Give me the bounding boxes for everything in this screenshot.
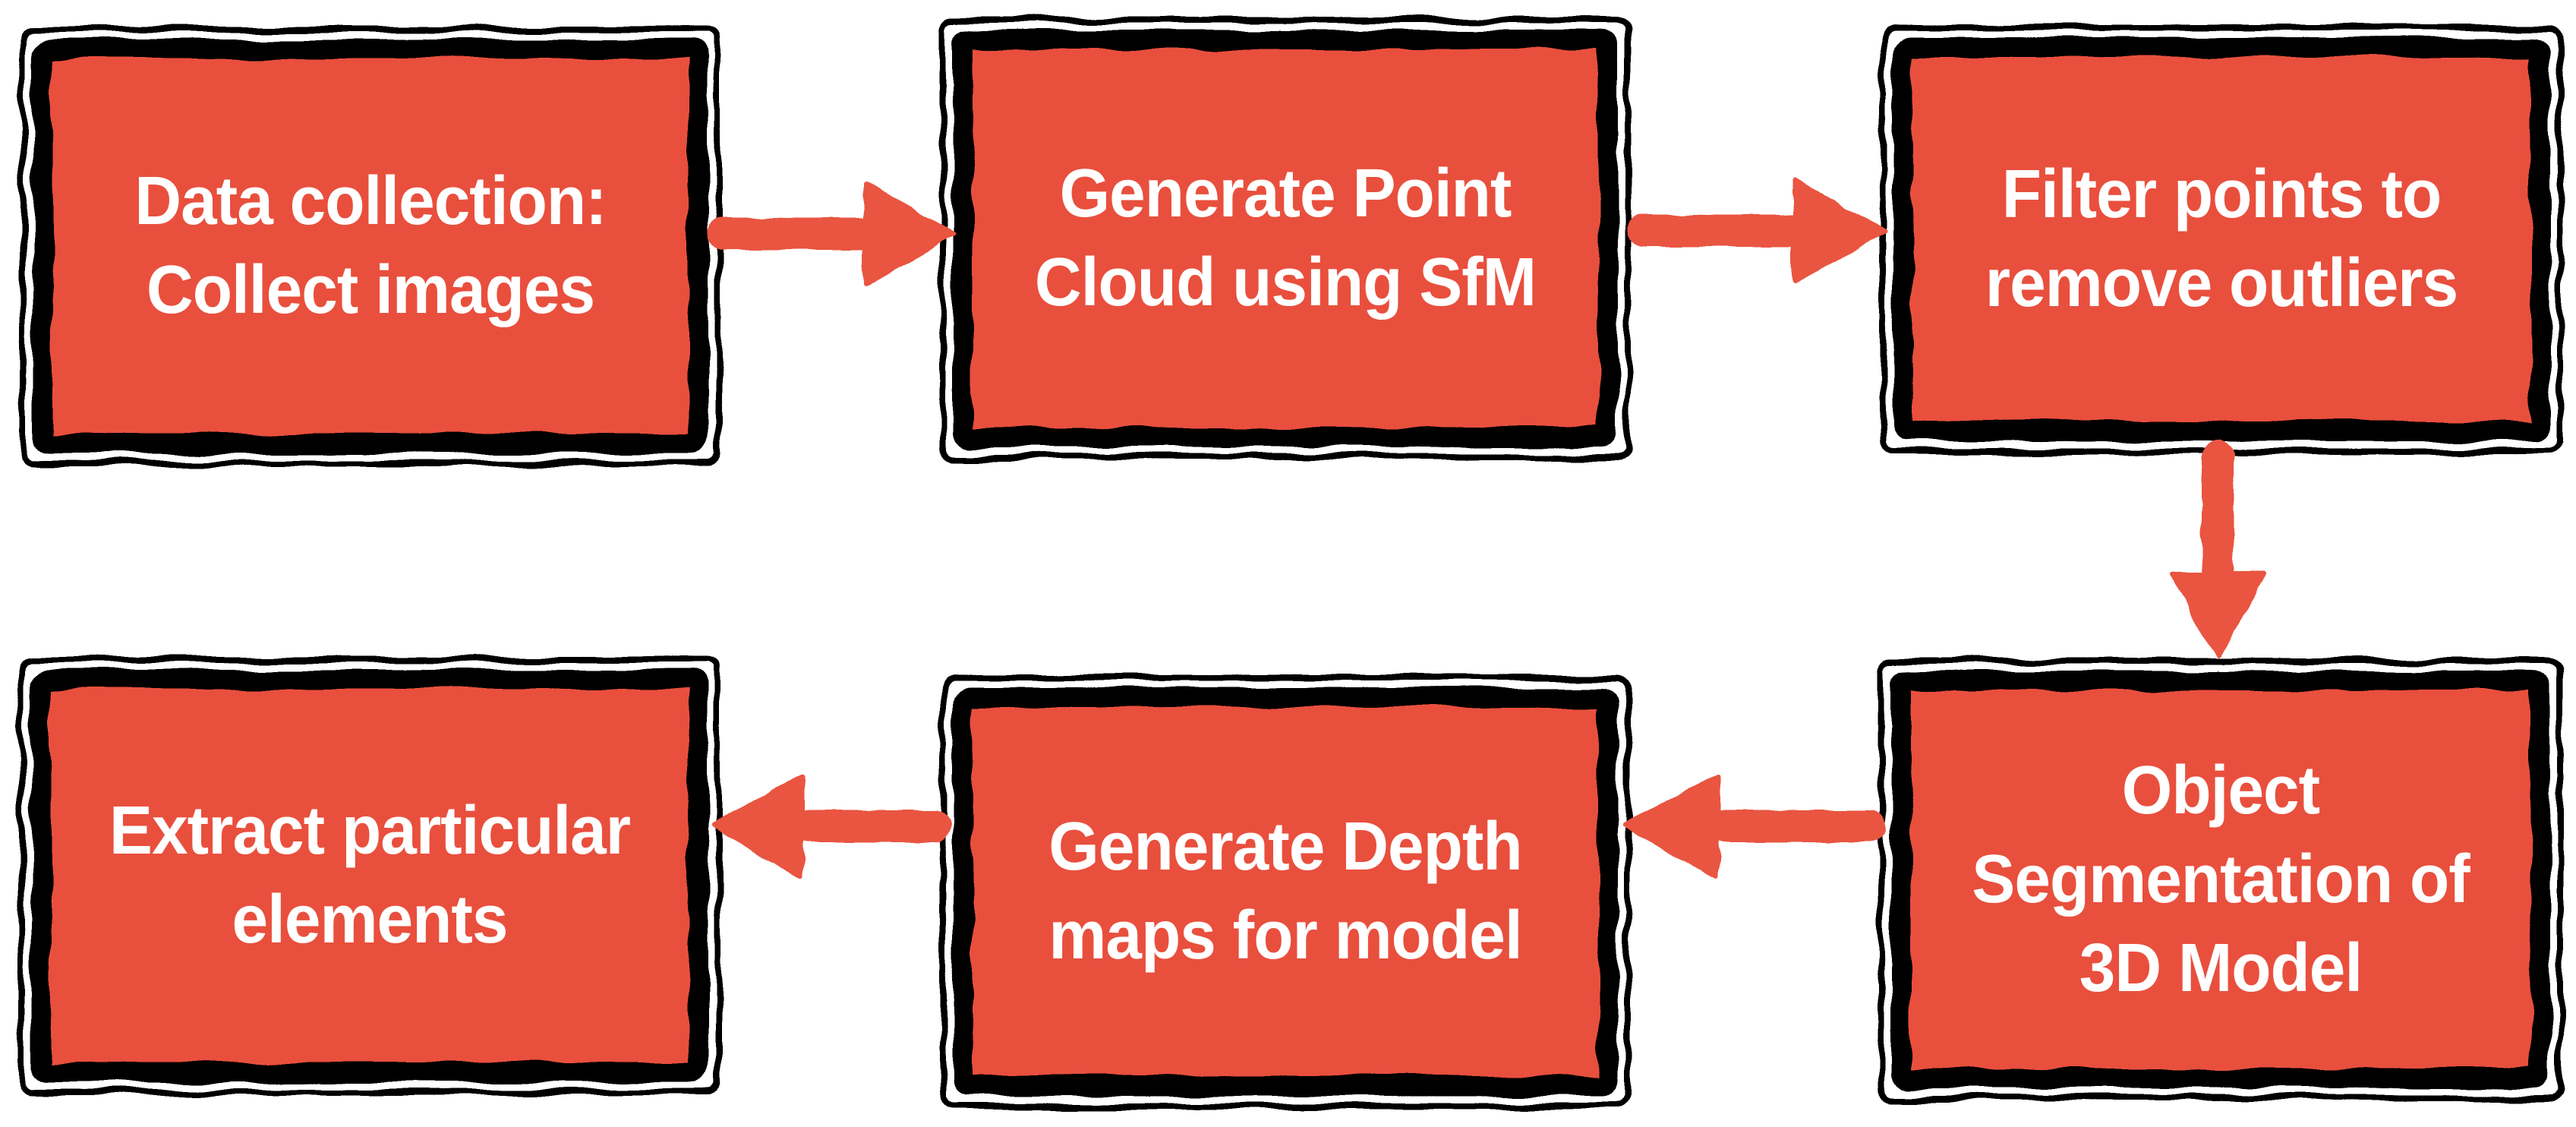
flow-arrow-filter-points-to-object-segmentation: [2170, 441, 2265, 660]
node-label: Data collection: Collect images: [134, 163, 607, 328]
node-label: Generate Point Cloud using SfM: [1034, 156, 1537, 320]
node-label: Filter points to remove outliers: [1985, 156, 2458, 321]
node-label: Object Segmentation of 3D Model: [1972, 752, 2470, 1006]
node-frame-sketch: [940, 674, 1631, 1109]
node-object-segmentation: Object Segmentation of 3D Model: [1874, 653, 2568, 1106]
node-label: Extract particular elements: [109, 793, 631, 958]
node-frame-sketch: [20, 26, 721, 466]
flow-arrow-object-segmentation-to-generate-depth-maps: [1622, 774, 1885, 879]
node-label: Generate Depth maps for model: [1048, 809, 1522, 974]
node-extract-elements: Extract particular elements: [14, 652, 726, 1100]
node-frame-sketch: [1878, 658, 2563, 1101]
flow-arrow-generate-depth-maps-to-extract-elements: [711, 774, 951, 879]
flow-arrow-data-collection-to-generate-point-cloud: [707, 182, 956, 286]
node-data-collection: Data collection: Collect images: [15, 21, 726, 471]
node-frame-sketch: [18, 656, 721, 1095]
flow-arrow-generate-point-cloud-to-filter-points: [1627, 178, 1887, 283]
node-generate-depth-maps: Generate Depth maps for model: [935, 670, 1635, 1113]
node-generate-point-cloud: Generate Point Cloud using SfM: [935, 12, 1635, 465]
node-frame-sketch: [1880, 24, 2563, 454]
node-filter-points: Filter points to remove outliers: [1875, 20, 2568, 459]
